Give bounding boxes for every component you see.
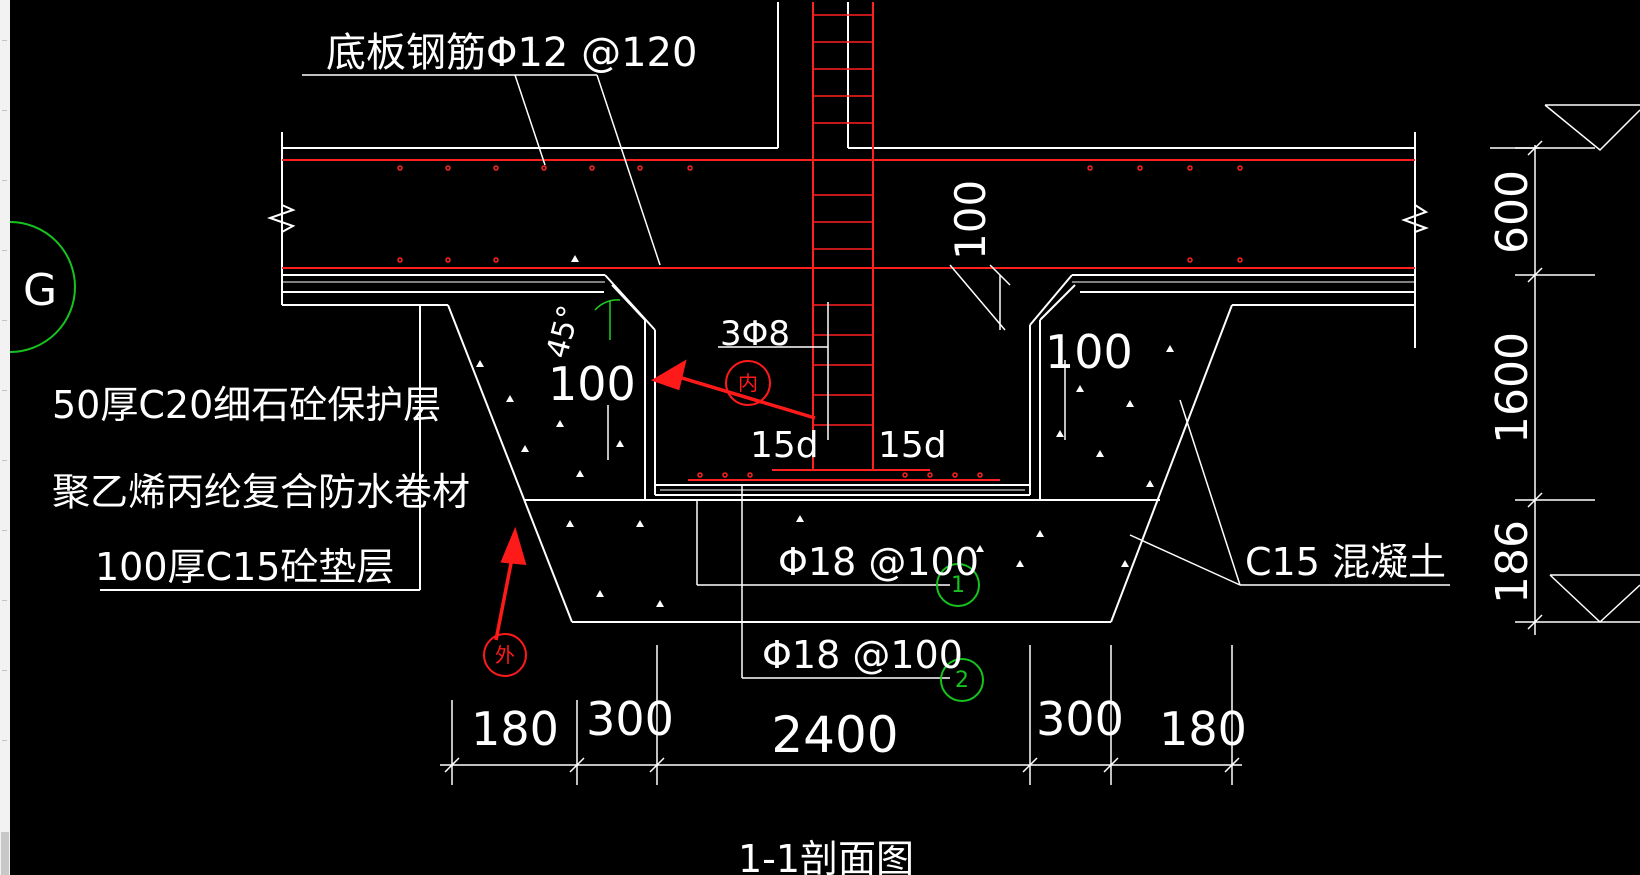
rebar-dots <box>397 165 1243 478</box>
grid-axis-label: G <box>23 265 57 316</box>
rebar-lines <box>282 2 1415 481</box>
c15-concrete-label: C15 混凝土 <box>1245 540 1446 584</box>
vertical-scrollbar-thumb[interactable] <box>1 832 9 875</box>
dim-right-100: 100 <box>1045 325 1133 379</box>
section-title: 1-1剖面图 <box>738 837 914 875</box>
callout-1-label: 1 <box>951 573 965 598</box>
callout-circles <box>9 221 984 702</box>
bottom-dimension-lines <box>440 645 1242 785</box>
anchor-length-left: 15d <box>750 425 819 466</box>
dim-300-right: 300 <box>1036 692 1124 746</box>
dim-1600: 1600 <box>1487 332 1538 444</box>
protective-layer-label: 50厚C20细石砼保护层 <box>52 383 441 427</box>
dim-180-left: 180 <box>471 702 559 756</box>
dim-2400: 2400 <box>771 706 898 764</box>
drawing-canvas[interactable]: 底板钢筋Φ12 @120 50厚C20细石砼保护层 聚乙烯丙纶复合防水卷材 10… <box>9 0 1640 875</box>
right-dimension-lines <box>989 104 1640 635</box>
angle-mark <box>594 299 621 340</box>
dim-left-100: 100 <box>548 357 636 411</box>
slab-rebar-label: 底板钢筋Φ12 @120 <box>326 30 697 76</box>
concrete-hatch <box>476 255 1174 607</box>
outer-side-mark: 外 <box>495 643 515 667</box>
dim-600: 600 <box>1487 170 1538 254</box>
red-annotation-arrows <box>494 359 816 641</box>
waterproof-membrane-hatch <box>282 281 1415 491</box>
dim-180-right: 180 <box>1159 702 1247 756</box>
cushion-layer-label: 100厚C15砼垫层 <box>95 545 394 589</box>
rebar-1-label: Φ18 @100 <box>778 540 979 584</box>
waterproof-membrane-label: 聚乙烯丙纶复合防水卷材 <box>52 470 470 514</box>
callout-2-label: 2 <box>955 668 969 693</box>
rebar-2-label: Φ18 @100 <box>762 633 963 677</box>
leader-lines <box>302 74 1450 679</box>
stirrup-ladder <box>813 14 873 426</box>
dim-186: 186 <box>1487 520 1538 604</box>
angle-label: 45° <box>540 302 588 362</box>
anchor-length-right: 15d <box>878 425 947 466</box>
dim-right-100-vertical: 100 <box>946 180 995 260</box>
stirrup-label: 3Φ8 <box>720 314 790 354</box>
inner-side-mark: 内 <box>738 371 758 395</box>
cad-section-drawing[interactable]: 底板钢筋Φ12 @120 50厚C20细石砼保护层 聚乙烯丙纶复合防水卷材 10… <box>9 0 1640 875</box>
dim-300-left: 300 <box>586 692 674 746</box>
structure-lines <box>100 2 1429 623</box>
